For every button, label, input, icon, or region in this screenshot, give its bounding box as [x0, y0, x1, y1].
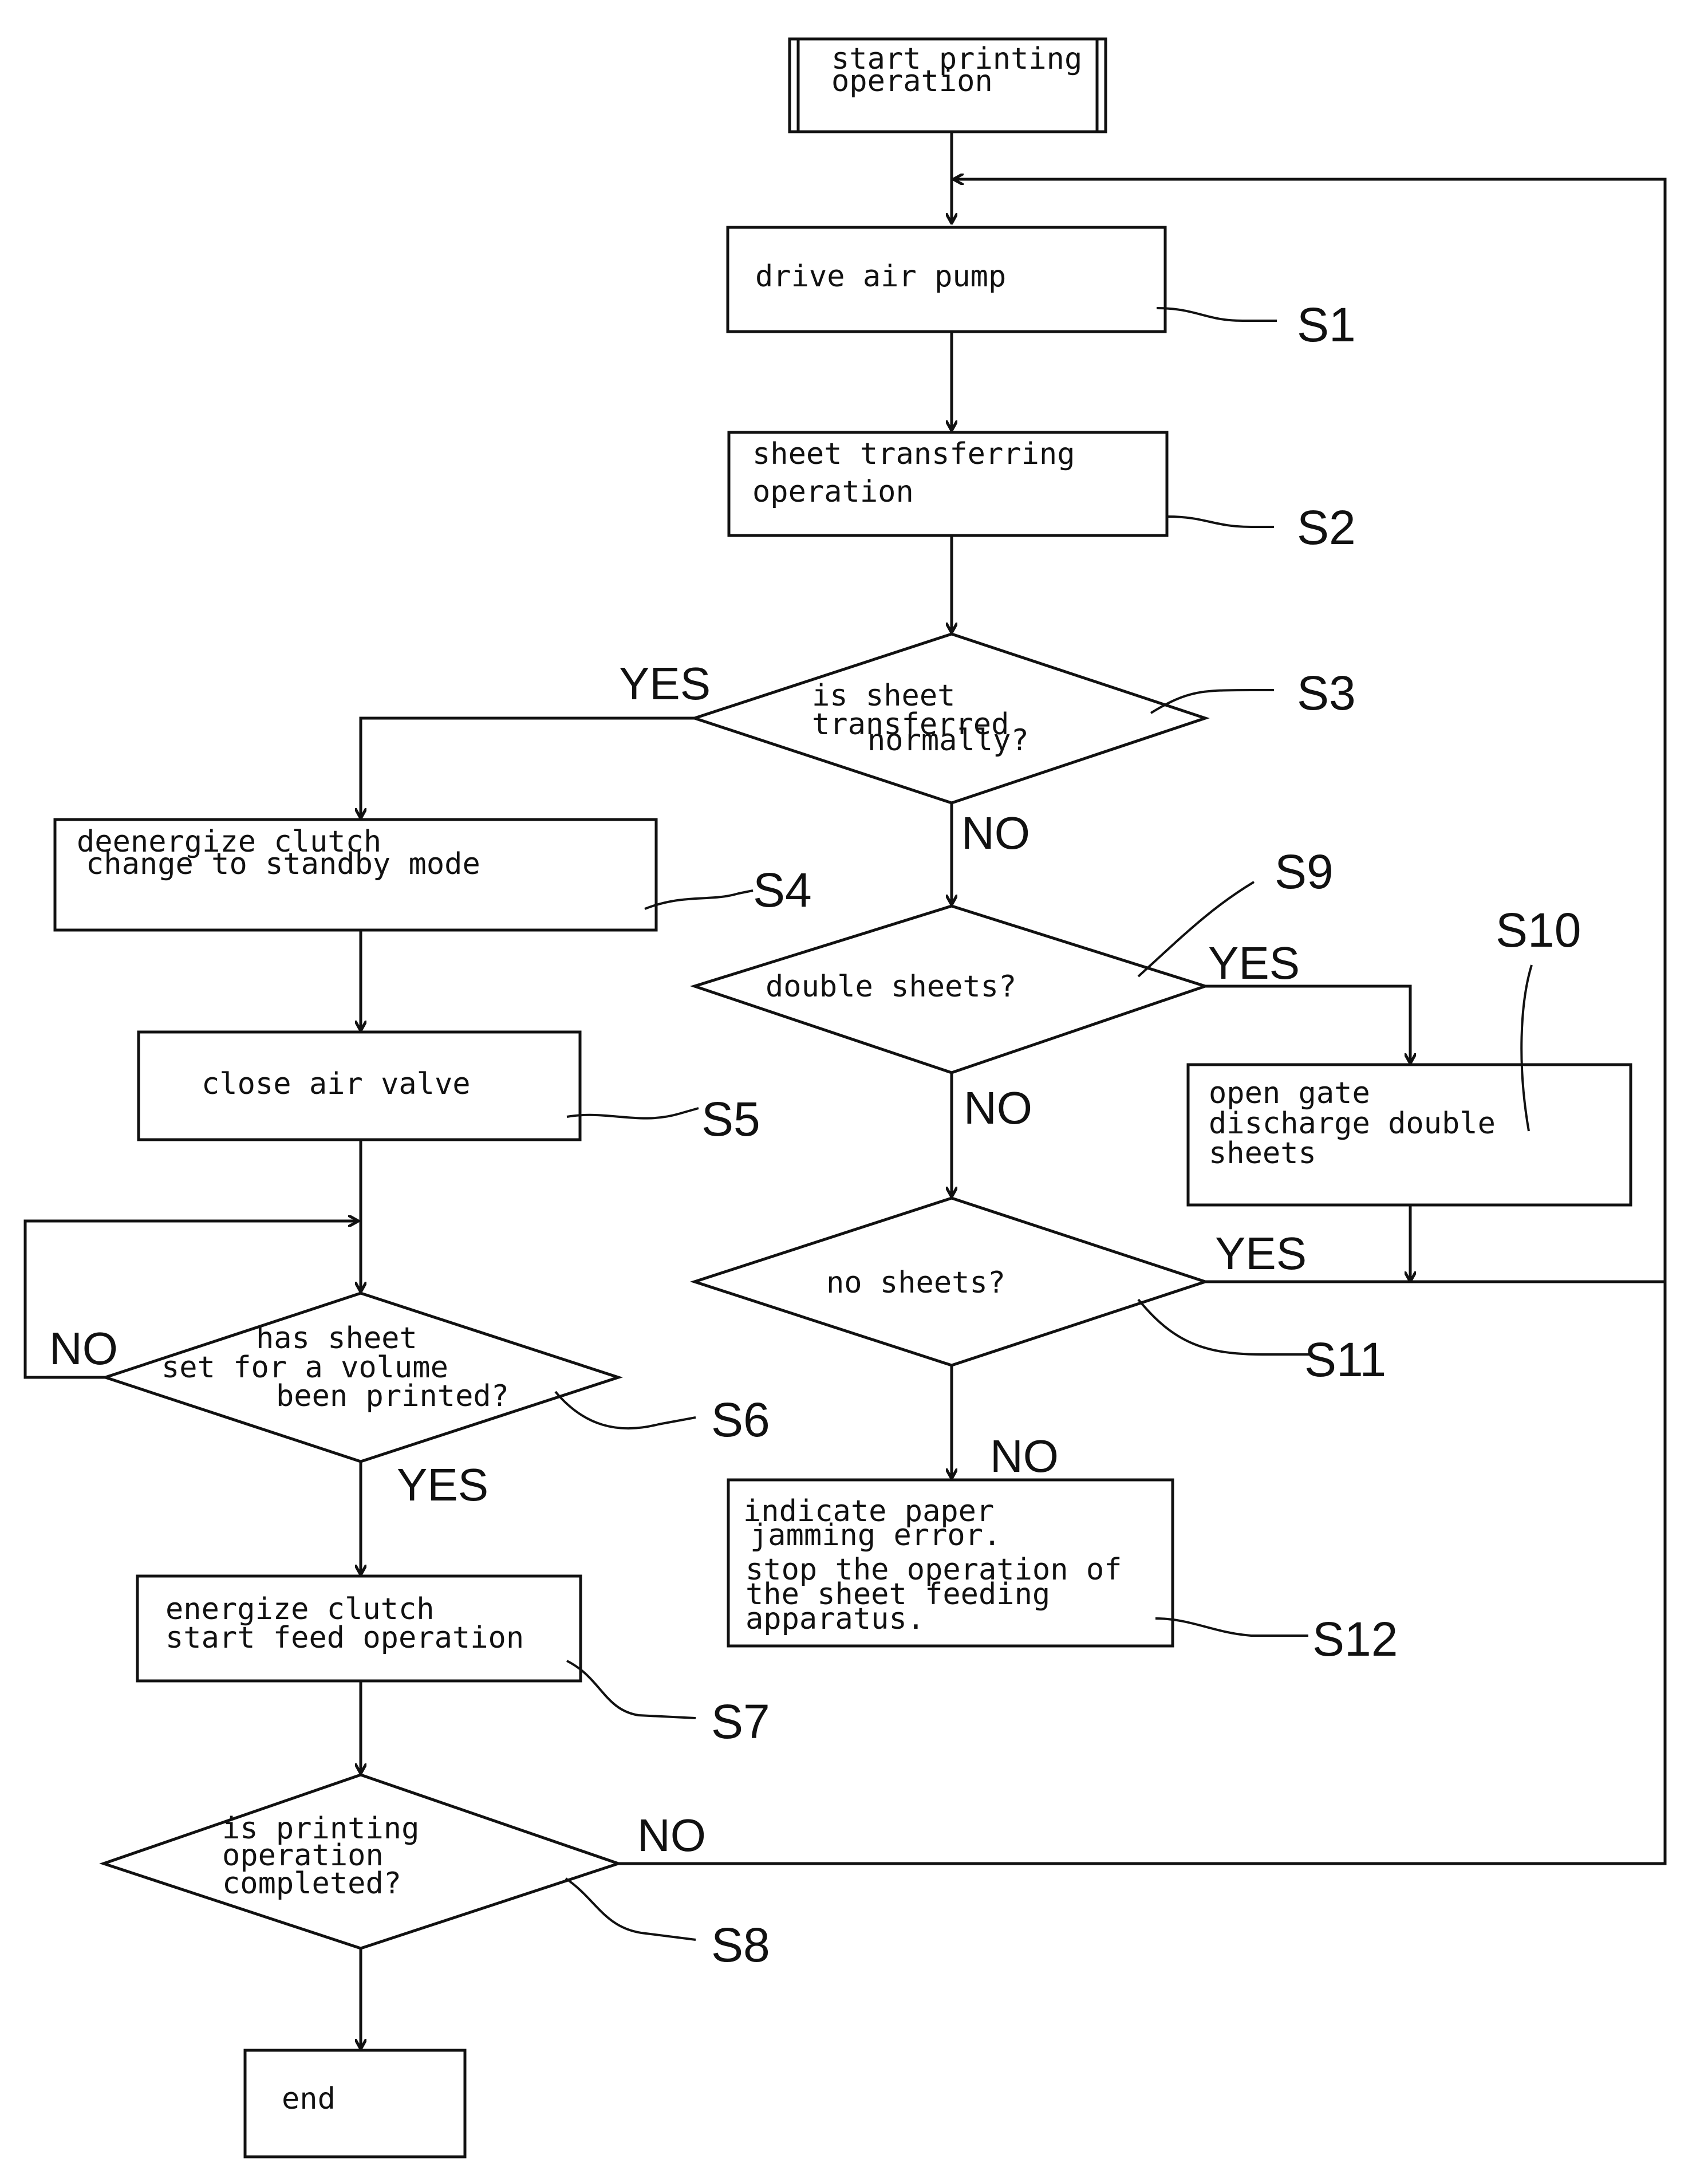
s2-label: S2 — [1297, 501, 1356, 554]
s3-no-label: NO — [961, 808, 1030, 858]
s8-label: S8 — [711, 1918, 770, 1972]
s7-text-line-2: start feed operation — [165, 1621, 524, 1655]
s4-box: deenergize clutch change to standby mode — [55, 820, 656, 930]
s5-label: S5 — [701, 1092, 760, 1146]
s10-text-line-2: discharge double — [1209, 1106, 1496, 1141]
s10-text-line-1: open gate — [1209, 1076, 1370, 1110]
s6-yes-label: YES — [397, 1459, 488, 1510]
s8-no-label: NO — [637, 1810, 706, 1861]
s3-label: S3 — [1297, 666, 1356, 720]
s6-leader — [555, 1392, 696, 1428]
s1-leader — [1157, 308, 1277, 321]
s2-text-line-1: sheet transferring — [752, 437, 1075, 471]
s11-decision: no sheets? — [695, 1198, 1205, 1365]
s10-text-line-3: sheets — [1209, 1136, 1316, 1171]
s9-decision: double sheets? — [695, 906, 1205, 1073]
s12-label: S12 — [1312, 1612, 1398, 1666]
s7-box: energize clutch start feed operation — [137, 1576, 581, 1681]
s12-text-line-2: jamming error. — [750, 1518, 1001, 1553]
s1-label: S1 — [1297, 298, 1356, 352]
s10-label: S10 — [1496, 903, 1581, 957]
end-text: end — [282, 2082, 336, 2116]
s4-leader — [645, 891, 753, 909]
s5-leader — [567, 1108, 699, 1118]
s6-decision: has sheet set for a volume been printed? — [105, 1293, 618, 1462]
s2-box: sheet transferring operation — [729, 432, 1167, 535]
s8-decision: is printing operation completed? — [104, 1775, 618, 1948]
s8-leader — [566, 1878, 696, 1940]
s12-box: indicate paper jamming error. stop the o… — [728, 1480, 1173, 1646]
s9-yes-arrow — [1205, 986, 1410, 1064]
s3-yes-arrow — [361, 718, 695, 818]
s6-text-line-3: been printed? — [276, 1379, 509, 1413]
s10-box: open gate discharge double sheets — [1188, 1065, 1631, 1205]
s3-decision: is sheet transferred normally? — [695, 634, 1205, 803]
s9-label: S9 — [1275, 845, 1334, 899]
s7-leader — [567, 1661, 696, 1718]
s9-yes-label: YES — [1208, 938, 1300, 988]
end-box: end — [245, 2050, 465, 2157]
s6-no-label: NO — [49, 1323, 118, 1374]
s3-yes-label: YES — [619, 658, 711, 709]
start-box: start printing operation — [790, 39, 1106, 132]
s11-no-label: NO — [990, 1431, 1059, 1482]
s11-label: S11 — [1304, 1333, 1386, 1387]
s11-text: no sheets? — [826, 1266, 1005, 1300]
s8-text-line-3: completed? — [222, 1866, 401, 1901]
s1-box: drive air pump — [728, 227, 1165, 332]
s12-text-line-5: apparatus. — [745, 1602, 925, 1636]
s4-text-line-2: change to standby mode — [86, 847, 480, 881]
s1-text: drive air pump — [755, 259, 1006, 294]
s3-text-line-3: normally? — [867, 723, 1029, 758]
s11-yes-label: YES — [1215, 1228, 1307, 1279]
s9-no-label: NO — [964, 1082, 1032, 1133]
s12-leader — [1155, 1618, 1308, 1636]
s2-leader — [1168, 517, 1274, 527]
s9-text: double sheets? — [766, 970, 1016, 1004]
s5-text: close air valve — [202, 1067, 471, 1101]
s4-label: S4 — [753, 863, 812, 917]
s7-label: S7 — [711, 1695, 770, 1748]
s5-box: close air valve — [139, 1032, 580, 1140]
start-box-line-2: operation — [831, 64, 993, 99]
s11-leader — [1138, 1299, 1311, 1354]
s6-label: S6 — [711, 1393, 770, 1447]
s2-text-line-2: operation — [752, 475, 914, 509]
